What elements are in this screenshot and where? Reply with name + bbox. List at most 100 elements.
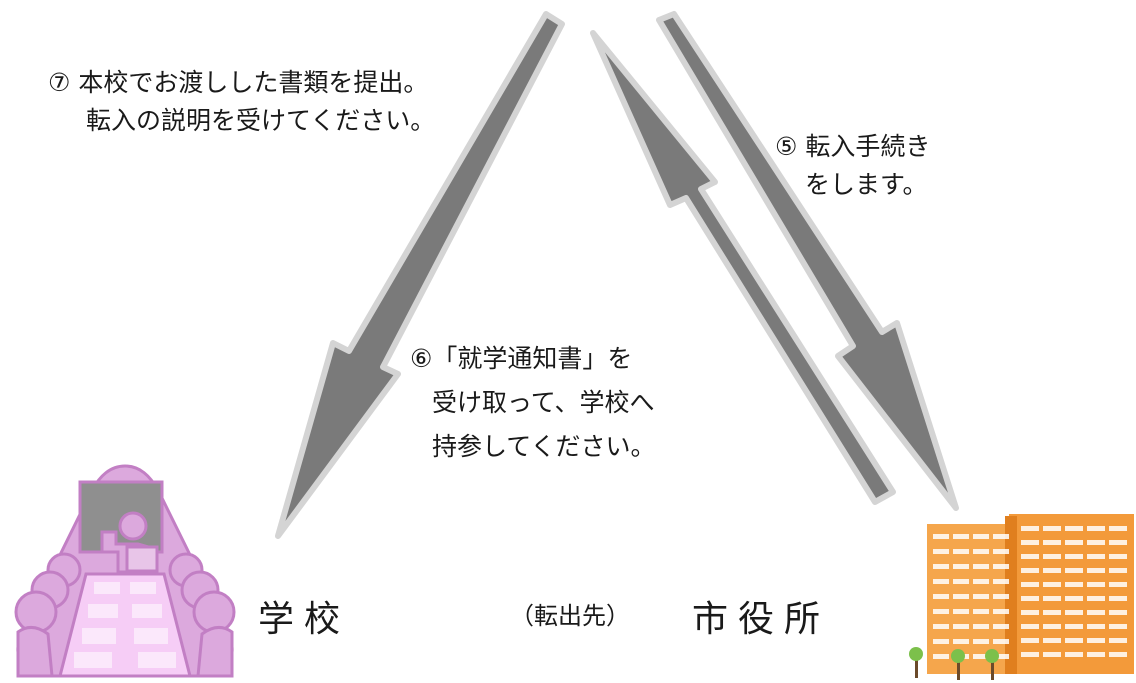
building-window bbox=[953, 594, 969, 599]
arrow-to-top bbox=[590, 30, 896, 505]
building-window bbox=[953, 534, 969, 539]
building-window bbox=[1065, 638, 1083, 643]
building-window bbox=[1065, 582, 1083, 587]
building-window bbox=[933, 624, 949, 629]
building-window bbox=[973, 549, 989, 554]
building-window bbox=[953, 609, 969, 614]
building-window bbox=[1087, 652, 1105, 657]
building-window bbox=[973, 579, 989, 584]
building-window bbox=[1065, 540, 1083, 545]
building-window bbox=[1065, 610, 1083, 615]
building-window bbox=[1043, 596, 1061, 601]
building-window bbox=[1065, 596, 1083, 601]
building-window bbox=[1065, 652, 1083, 657]
apartment-building-icon bbox=[909, 514, 1134, 680]
building-window bbox=[973, 564, 989, 569]
step-5-note: ⑤ 転入手続き をします。 bbox=[775, 128, 930, 204]
building-window bbox=[1087, 610, 1105, 615]
building-window bbox=[993, 579, 1009, 584]
building-window bbox=[1043, 568, 1061, 573]
building-window bbox=[1021, 652, 1039, 657]
step-6-line-1: ⑥「就学通知書」を bbox=[410, 344, 633, 373]
building-window bbox=[1087, 582, 1105, 587]
building-window bbox=[1043, 610, 1061, 615]
building-window bbox=[1021, 568, 1039, 573]
building-window bbox=[1109, 624, 1127, 629]
building-window bbox=[1087, 568, 1105, 573]
building-window bbox=[1109, 554, 1127, 559]
building-window bbox=[1065, 554, 1083, 559]
step-6-note: ⑥「就学通知書」を 受け取って、学校へ 持参してください。 bbox=[410, 337, 656, 469]
building-window bbox=[1043, 582, 1061, 587]
building-window bbox=[953, 624, 969, 629]
building-window bbox=[1109, 540, 1127, 545]
arrow-to-school bbox=[275, 11, 565, 539]
building-window bbox=[1087, 624, 1105, 629]
building-window bbox=[1087, 540, 1105, 545]
building-window bbox=[973, 534, 989, 539]
transfer-destination-label: （転出先） bbox=[510, 602, 630, 630]
building-window bbox=[1043, 652, 1061, 657]
building-window bbox=[973, 654, 989, 659]
building-window bbox=[973, 594, 989, 599]
building-window bbox=[1043, 540, 1061, 545]
building-window bbox=[993, 534, 1009, 539]
step-5-line-2: をします。 bbox=[805, 170, 928, 199]
building-window bbox=[1109, 526, 1127, 531]
building-window bbox=[1087, 596, 1105, 601]
building-window bbox=[1043, 624, 1061, 629]
step-7-note: ⑦ 本校でお渡しした書類を提出。 転入の説明を受けてください。 bbox=[48, 64, 435, 140]
building-window bbox=[1021, 610, 1039, 615]
building-window bbox=[993, 594, 1009, 599]
building-window bbox=[993, 624, 1009, 629]
building-window bbox=[933, 609, 949, 614]
building-window bbox=[1021, 582, 1039, 587]
building-window bbox=[993, 609, 1009, 614]
step-7-line-2: 転入の説明を受けてください。 bbox=[86, 106, 436, 135]
building-window bbox=[933, 654, 949, 659]
building-window bbox=[1065, 526, 1083, 531]
building-window bbox=[953, 549, 969, 554]
building-window bbox=[1109, 652, 1127, 657]
city-hall-label: 市役所 bbox=[692, 599, 831, 640]
building-window bbox=[1021, 554, 1039, 559]
building-window bbox=[993, 549, 1009, 554]
building-window bbox=[933, 534, 949, 539]
building-window bbox=[1021, 526, 1039, 531]
building-window bbox=[973, 609, 989, 614]
building-window bbox=[1109, 568, 1127, 573]
building-window bbox=[1021, 638, 1039, 643]
step-5-line-1: ⑤ 転入手続き bbox=[775, 132, 931, 161]
building-window bbox=[993, 639, 1009, 644]
building-window bbox=[933, 549, 949, 554]
building-window bbox=[1087, 554, 1105, 559]
building-window bbox=[1087, 526, 1105, 531]
school-label: 学校 bbox=[258, 599, 351, 640]
building-window bbox=[1021, 596, 1039, 601]
building-window bbox=[1087, 638, 1105, 643]
building-window bbox=[1065, 568, 1083, 573]
building-window bbox=[973, 639, 989, 644]
building-window bbox=[993, 654, 1009, 659]
building-window bbox=[1065, 624, 1083, 629]
building-window bbox=[1043, 554, 1061, 559]
step-7-line-1: ⑦ 本校でお渡しした書類を提出。 bbox=[48, 68, 429, 97]
building-window bbox=[1043, 526, 1061, 531]
building-window bbox=[953, 564, 969, 569]
step-6-line-2: 受け取って、学校へ bbox=[432, 388, 655, 417]
building-window bbox=[933, 639, 949, 644]
building-window bbox=[1021, 540, 1039, 545]
building-window bbox=[933, 594, 949, 599]
building-window bbox=[1109, 610, 1127, 615]
building-window bbox=[933, 579, 949, 584]
building-window bbox=[1043, 638, 1061, 643]
building-window bbox=[953, 579, 969, 584]
arrow-to-city-hall bbox=[656, 11, 959, 511]
building-window bbox=[1021, 624, 1039, 629]
classroom-icon bbox=[14, 464, 236, 678]
building-window bbox=[1109, 638, 1127, 643]
building-window bbox=[953, 639, 969, 644]
building-window bbox=[1109, 582, 1127, 587]
building-window bbox=[973, 624, 989, 629]
building-window bbox=[993, 564, 1009, 569]
